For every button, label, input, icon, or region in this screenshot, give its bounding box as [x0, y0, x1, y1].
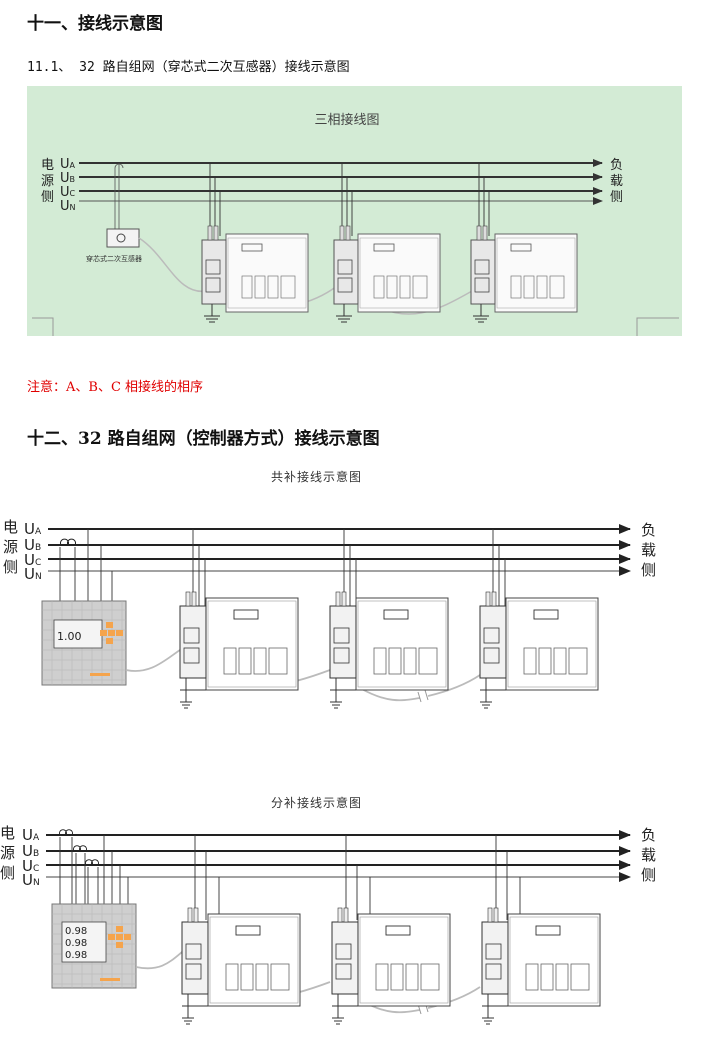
three-phase-diagram-svg: 三相接线图 电 源 侧 UA UB UC UN 负 载 侧 穿芯式二次互感器	[27, 86, 682, 336]
load-char-1: 负	[641, 826, 656, 844]
controller-reading-c: 0.98	[65, 950, 87, 961]
controller-display	[61, 921, 107, 963]
source-char-3: 侧	[3, 558, 18, 576]
controller-reading-b: 0.98	[65, 938, 87, 949]
phase-c-label: UC	[60, 185, 76, 200]
common-compensation-title: 共补接线示意图	[271, 470, 363, 484]
phase-a-label: UA	[24, 520, 42, 538]
section-11-title: 十一、接线示意图	[27, 14, 163, 34]
phase-labels: UA UB UC UN	[22, 826, 40, 889]
source-char-3: 侧	[41, 190, 54, 205]
controller-display	[53, 619, 103, 649]
phase-labels: UA UB UC UN	[60, 157, 76, 214]
load-char-2: 载	[610, 174, 623, 189]
diagram-title: 三相接线图	[314, 112, 379, 128]
phase-a-label: UA	[22, 826, 40, 844]
phase-n-label: UN	[24, 565, 42, 583]
split-compensation-diagram: 电 源 侧 UA UB UC UN 负 载 侧	[0, 822, 701, 1042]
ct-label: 穿芯式二次互感器	[86, 254, 142, 263]
phase-b-label: UB	[60, 171, 75, 186]
capacitor-unit-1	[181, 907, 301, 1025]
controller-device: 0.98 0.98 0.98	[51, 903, 137, 989]
bus-lines	[79, 159, 603, 205]
source-char-1: 电	[0, 824, 15, 842]
load-char-2: 载	[641, 846, 656, 864]
ct-transformer	[106, 228, 140, 248]
capacitor-unit-1	[179, 591, 299, 709]
common-compensation-svg: 电 源 侧 UA UB UC UN 负 载 侧	[3, 518, 656, 709]
bus-lines	[48, 524, 631, 576]
source-char-2: 源	[3, 538, 18, 556]
load-char-1: 负	[641, 521, 656, 539]
phase-b-label: UB	[24, 536, 41, 554]
source-char-1: 电	[3, 518, 18, 536]
controller-reading: 1.00	[57, 630, 82, 643]
phase-c-label: UC	[24, 551, 41, 569]
load-char-2: 载	[641, 541, 656, 559]
section-11-1-subtitle: 11.1、 32 路自组网（穿芯式二次互感器）接线示意图	[27, 60, 350, 75]
capacitor-unit-2	[329, 591, 449, 709]
capacitor-unit-3	[479, 591, 599, 709]
phase-a-label: UA	[60, 157, 76, 172]
load-char-1: 负	[610, 158, 623, 173]
phase-n-label: UN	[60, 199, 76, 214]
source-char-2: 源	[41, 174, 54, 189]
phase-c-label: UC	[22, 857, 39, 875]
load-char-3: 侧	[610, 190, 623, 205]
split-compensation-title: 分补接线示意图	[271, 796, 363, 810]
load-char-3: 侧	[641, 561, 656, 579]
phase-labels: UA UB UC UN	[24, 520, 42, 583]
source-char-2: 源	[0, 844, 15, 862]
three-phase-diagram: 三相接线图 电 源 侧 UA UB UC UN 负 载 侧 穿芯式二次互感器	[27, 86, 682, 336]
bus-lines	[46, 830, 631, 882]
phase-b-label: UB	[22, 842, 39, 860]
phase-n-label: UN	[22, 871, 40, 889]
ct-ring-icon	[116, 233, 126, 243]
source-char-1: 电	[41, 158, 54, 173]
controller-device: 1.00	[41, 600, 127, 686]
section-12-title: 十二、32 路自组网（控制器方式）接线示意图	[27, 429, 380, 449]
common-compensation-diagram: 电 源 侧 UA UB UC UN 负 载 侧	[0, 510, 701, 720]
source-char-3: 侧	[0, 864, 15, 882]
load-char-3: 侧	[641, 866, 656, 884]
split-compensation-svg: 电 源 侧 UA UB UC UN 负 载 侧	[0, 824, 656, 1025]
controller-reading-a: 0.98	[65, 926, 87, 937]
capacitor-unit-3	[481, 907, 601, 1025]
phase-sequence-note: 注意：A、B、C 相接线的相序	[27, 380, 204, 395]
